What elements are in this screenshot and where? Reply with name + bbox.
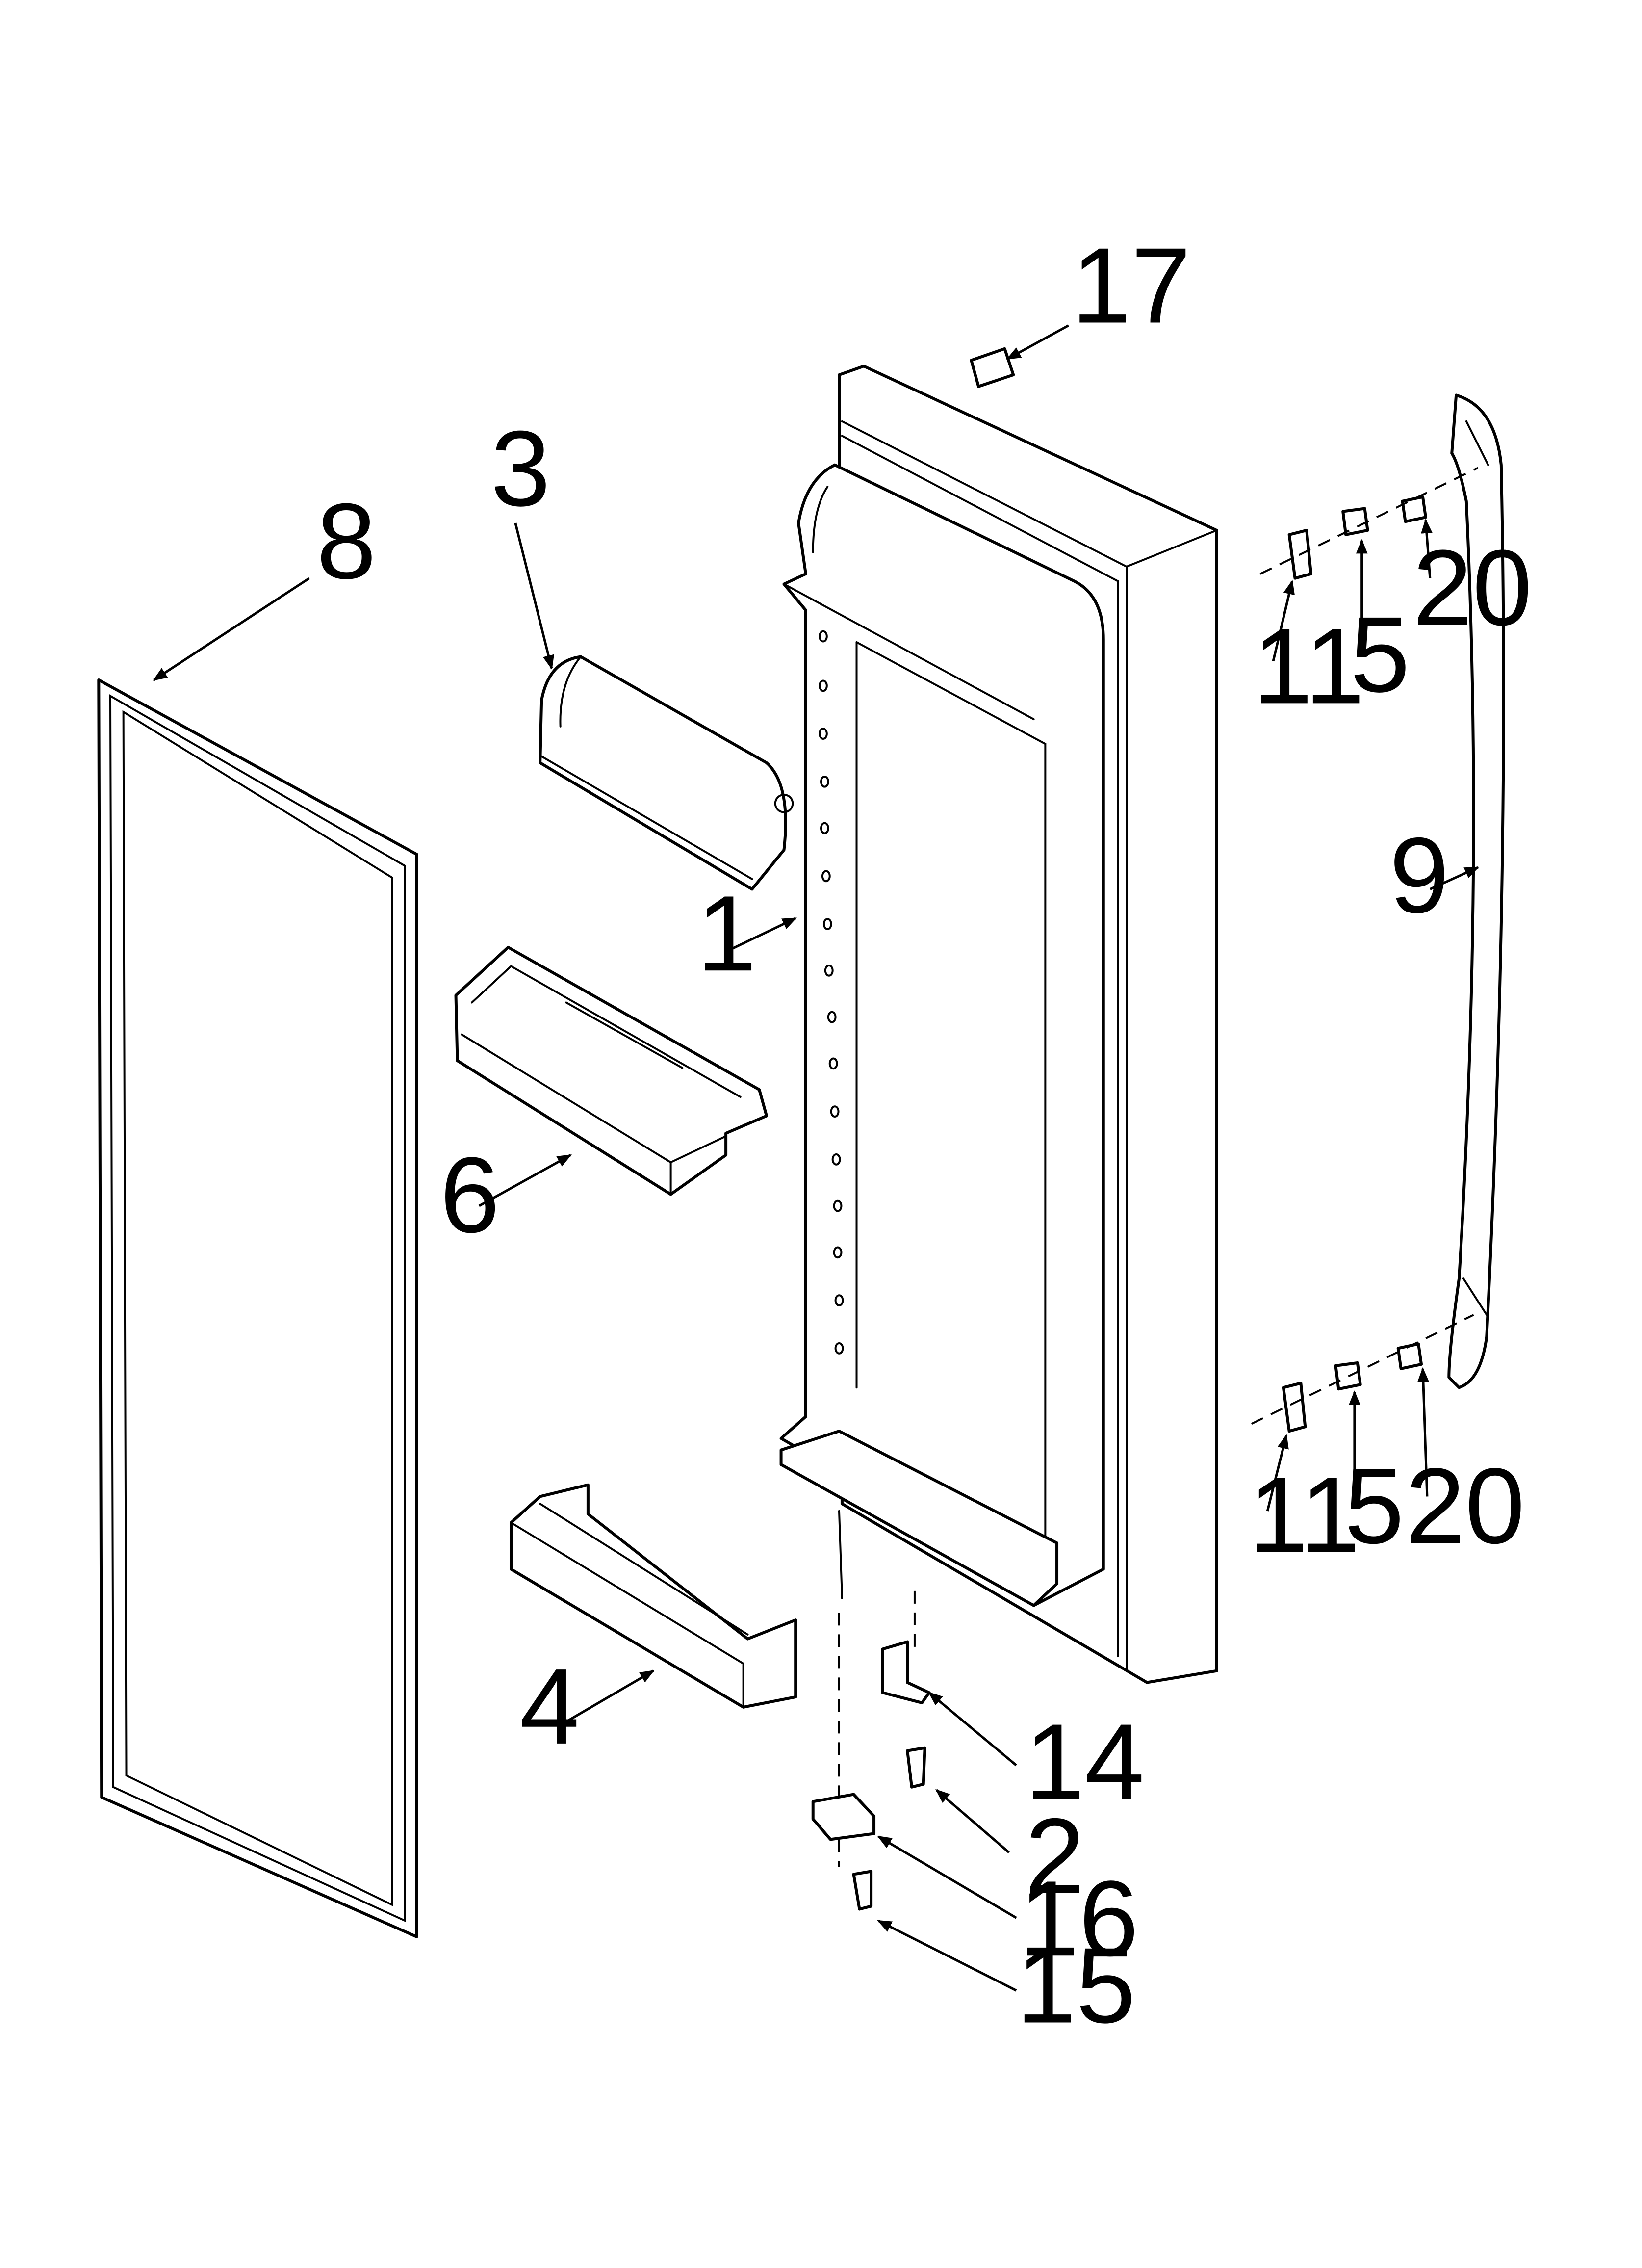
callout-9: 9 [1389,816,1449,936]
callout-3: 3 [491,409,551,529]
refrigerator-door-part-1 [781,366,1217,1682]
callout-20-lower: 20 [1405,1446,1525,1566]
callout-11-lower: 11 [1249,1455,1360,1575]
leader-lines [154,325,1478,1990]
callout-11-upper: 11 [1253,606,1364,726]
lower-handle-hardware [1252,1315,1474,1431]
callout-2: 2 [1025,1797,1085,1916]
shelf-mounting-holes [820,631,843,1354]
callout-15: 15 [1016,1926,1136,2045]
hinge-assembly [813,1591,929,1909]
door-handle-part-9 [1449,395,1503,1388]
door-gasket-part-8 [99,680,416,1937]
callout-16: 16 [1019,1859,1139,1979]
upper-handle-hardware [1260,468,1478,578]
callout-5-lower: 5 [1344,1446,1404,1566]
dairy-cover-part-3 [540,657,793,889]
callout-labels: 17 3 8 1 6 4 14 2 16 15 9 11 5 20 11 5 2… [316,226,1532,2045]
lower-shelf-part-4 [511,1485,795,1707]
label-part-17 [971,349,1013,387]
callout-6: 6 [440,1135,500,1255]
callout-8: 8 [316,482,376,601]
callout-14: 14 [1025,1702,1145,1822]
door-bin-part-6 [456,947,767,1194]
callout-5-upper: 5 [1350,595,1410,715]
callout-20-upper: 20 [1412,528,1532,648]
callout-1: 1 [697,874,757,993]
callout-17: 17 [1072,226,1191,345]
callout-4: 4 [520,1647,580,1767]
